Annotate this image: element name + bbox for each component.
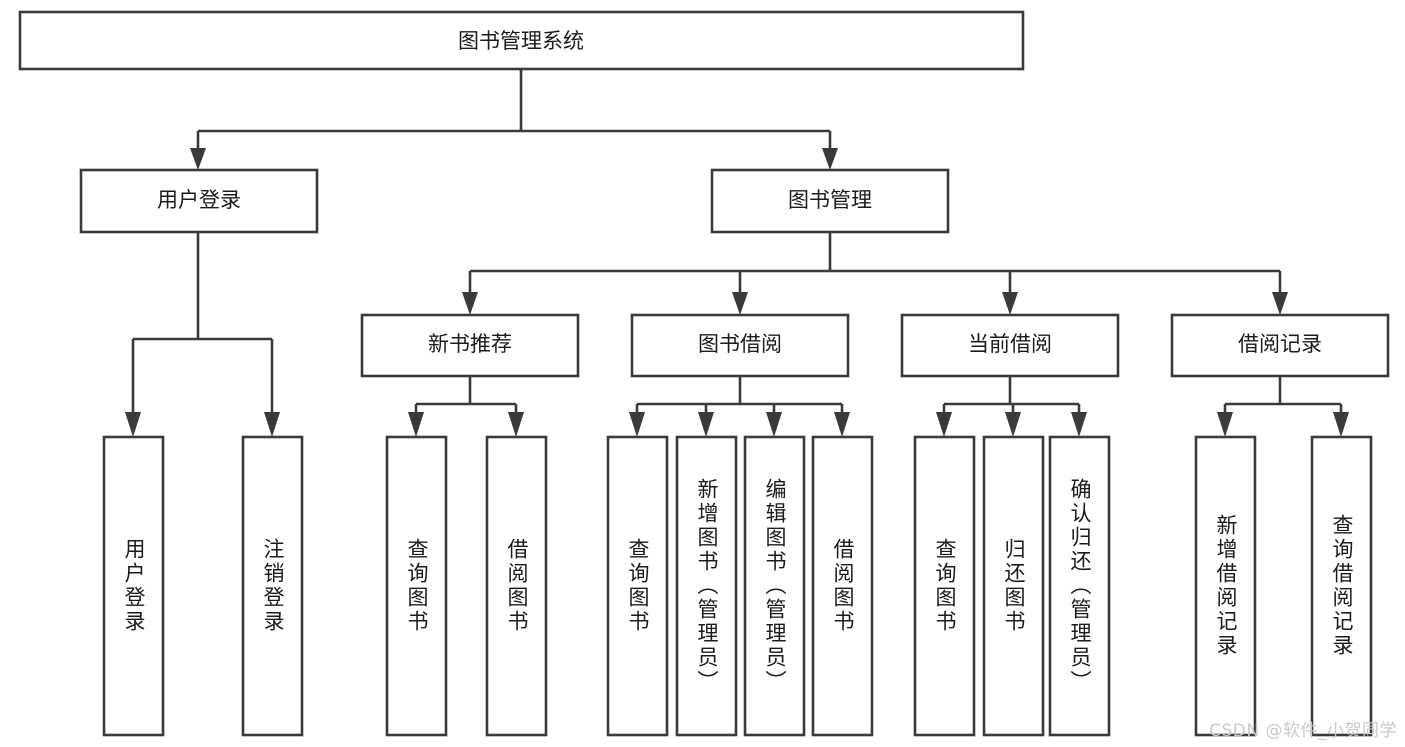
leaf-current-return[interactable]: 归还图书 xyxy=(982,435,1045,737)
node-current-borrow[interactable]: 当前借阅 xyxy=(900,313,1120,378)
leaf-borrow-lend-label: 借阅图书 xyxy=(831,538,855,634)
leaf-borrow-add-label: 新增图书（管理员） xyxy=(695,478,719,694)
node-borrow-record-label: 借阅记录 xyxy=(1238,332,1322,356)
node-book-borrow-label: 图书借阅 xyxy=(698,332,782,356)
connector-group-borrow-record xyxy=(1217,376,1349,437)
arrow-head-leaf-current-confirm xyxy=(1071,412,1087,437)
leaf-record-add-label: 新增借阅记录 xyxy=(1214,514,1238,658)
arrow-head-leaf-user-logout xyxy=(264,412,280,437)
leaf-borrow-lend[interactable]: 借阅图书 xyxy=(811,435,874,737)
connector-group-book-manage xyxy=(462,232,1288,315)
connector-group-current-borrow xyxy=(936,376,1087,437)
connector-group-new-book-rec xyxy=(408,376,524,437)
node-new-book-rec-label: 新书推荐 xyxy=(428,332,512,356)
leaf-rec-query[interactable]: 查询图书 xyxy=(385,435,448,737)
leaf-current-return-label: 归还图书 xyxy=(1002,538,1026,634)
node-borrow-record[interactable]: 借阅记录 xyxy=(1170,313,1390,378)
arrow-head-user-login xyxy=(190,148,206,170)
leaf-rec-query-label: 查询图书 xyxy=(405,538,429,634)
node-book-manage-box[interactable] xyxy=(710,168,950,234)
node-book-borrow-box[interactable] xyxy=(630,313,850,378)
leaf-current-confirm-label: 确认归还（管理员） xyxy=(1068,478,1092,694)
leaf-record-query[interactable]: 查询借阅记录 xyxy=(1310,435,1373,737)
node-root-label: 图书管理系统 xyxy=(458,29,584,53)
leaf-rec-borrow[interactable]: 借阅图书 xyxy=(485,435,548,737)
leaf-user-login-box[interactable] xyxy=(102,435,165,737)
arrow-head-leaf-rec-borrow xyxy=(508,412,524,437)
leaf-rec-borrow-box[interactable] xyxy=(485,435,548,737)
node-new-book-rec[interactable]: 新书推荐 xyxy=(360,313,580,378)
leaf-borrow-edit-box[interactable] xyxy=(743,435,806,737)
arrow-head-leaf-borrow-edit xyxy=(766,412,782,437)
leaf-borrow-edit-label: 编辑图书（管理员） xyxy=(763,478,787,694)
arrow-head-leaf-rec-query xyxy=(408,412,424,437)
leaf-user-logout[interactable]: 注销登录 xyxy=(241,435,304,737)
node-book-manage[interactable]: 图书管理 xyxy=(710,168,950,234)
arrow-head-book-manage xyxy=(822,148,838,170)
leaf-borrow-add[interactable]: 新增图书（管理员） xyxy=(675,435,738,737)
node-user-login-label: 用户登录 xyxy=(157,188,241,212)
leaf-record-add[interactable]: 新增借阅记录 xyxy=(1194,435,1257,737)
node-borrow-record-box[interactable] xyxy=(1170,313,1390,378)
arrow-head-leaf-record-query xyxy=(1333,412,1349,437)
arrow-head-new-book-rec xyxy=(462,292,478,315)
node-root-box[interactable] xyxy=(18,10,1025,71)
node-root[interactable]: 图书管理系统 xyxy=(18,10,1025,71)
leaf-borrow-query-box[interactable] xyxy=(606,435,669,737)
leaf-current-query-box[interactable] xyxy=(913,435,976,737)
connector-group-user-login xyxy=(125,232,280,437)
arrow-head-leaf-borrow-query xyxy=(629,412,645,437)
node-book-manage-label: 图书管理 xyxy=(788,188,872,212)
leaf-current-return-box[interactable] xyxy=(982,435,1045,737)
node-user-login-box[interactable] xyxy=(79,168,319,234)
leaf-rec-borrow-label: 借阅图书 xyxy=(505,538,529,634)
leaf-current-query[interactable]: 查询图书 xyxy=(913,435,976,737)
leaf-borrow-edit[interactable]: 编辑图书（管理员） xyxy=(743,435,806,737)
leaf-user-login[interactable]: 用户登录 xyxy=(102,435,165,737)
arrow-head-leaf-borrow-lend xyxy=(834,412,850,437)
arrow-head-leaf-record-add xyxy=(1217,412,1233,437)
node-user-login[interactable]: 用户登录 xyxy=(79,168,319,234)
arrow-head-borrow-record xyxy=(1272,292,1288,315)
arrow-head-leaf-borrow-add xyxy=(698,412,714,437)
arrow-head-leaf-current-return xyxy=(1005,412,1021,437)
arrow-head-leaf-user-login xyxy=(125,412,141,437)
node-new-book-rec-box[interactable] xyxy=(360,313,580,378)
leaf-record-query-box[interactable] xyxy=(1310,435,1373,737)
leaf-record-add-box[interactable] xyxy=(1194,435,1257,737)
leaf-borrow-query-label: 查询图书 xyxy=(626,538,650,634)
connector-group-root xyxy=(190,69,838,170)
node-book-borrow[interactable]: 图书借阅 xyxy=(630,313,850,378)
leaf-user-login-label: 用户登录 xyxy=(122,538,146,634)
node-current-borrow-box[interactable] xyxy=(900,313,1120,378)
connector-group-book-borrow xyxy=(629,376,850,437)
node-current-borrow-label: 当前借阅 xyxy=(968,332,1052,356)
leaf-borrow-query[interactable]: 查询图书 xyxy=(606,435,669,737)
leaf-user-logout-label: 注销登录 xyxy=(261,538,285,634)
leaf-current-confirm[interactable]: 确认归还（管理员） xyxy=(1048,435,1111,737)
leaf-current-confirm-box[interactable] xyxy=(1048,435,1111,737)
leaf-user-logout-box[interactable] xyxy=(241,435,304,737)
arrow-head-book-borrow xyxy=(732,292,748,315)
leaf-borrow-lend-box[interactable] xyxy=(811,435,874,737)
leaf-rec-query-box[interactable] xyxy=(385,435,448,737)
leaf-record-query-label: 查询借阅记录 xyxy=(1330,514,1354,658)
arrow-head-current-borrow xyxy=(1002,292,1018,315)
leaf-current-query-label: 查询图书 xyxy=(933,538,957,634)
leaf-borrow-add-box[interactable] xyxy=(675,435,738,737)
arrow-head-leaf-current-query xyxy=(936,412,952,437)
